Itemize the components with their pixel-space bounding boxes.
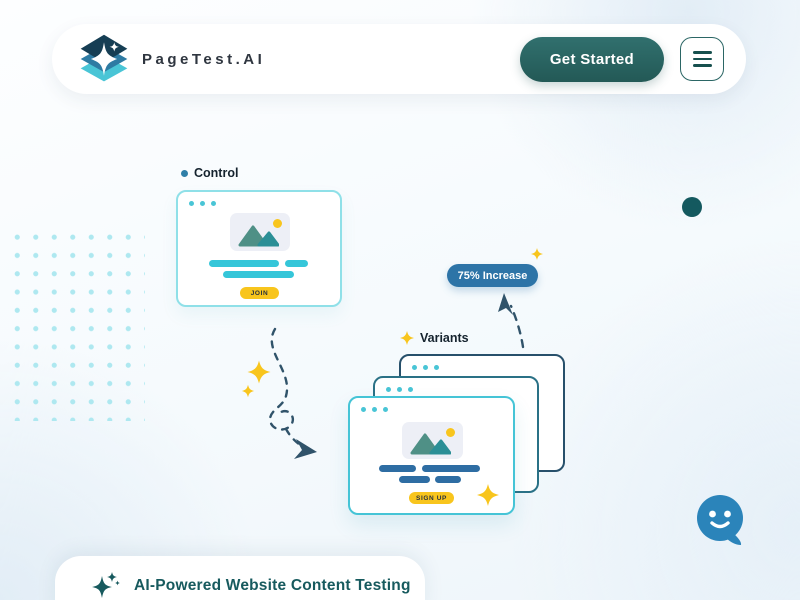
window-dots-icon [386,387,413,392]
feature-card: AI-Powered Website Content Testing [55,556,425,600]
text-line [285,260,308,267]
window-dots-icon [189,201,216,206]
chat-widget-button[interactable] [696,494,748,548]
mountains-icon [238,225,279,247]
text-line [223,271,294,278]
get-started-button[interactable]: Get Started [519,36,664,82]
text-line [399,476,430,483]
chat-smiley-icon [697,495,743,545]
brand-name: PageTest.AI [142,50,266,68]
mountains-icon [410,433,451,455]
tagline-text: AI-Powered Website Content Testing [134,577,411,594]
control-window: JOIN [176,190,342,307]
control-bullet-icon [181,169,188,177]
teal-circle-decoration [682,197,702,217]
sun-icon [446,428,455,437]
text-line [209,260,279,267]
variants-label: Variants [400,331,469,345]
sparkle-icon [477,484,499,506]
dot-grid-pattern [3,223,145,421]
window-dots-icon [412,365,439,370]
control-label: Control [181,166,238,180]
hamburger-menu-button[interactable] [680,37,724,81]
logo-icon [80,34,128,82]
sign-up-button: SIGN UP [409,492,454,504]
image-placeholder [402,422,463,459]
text-line [422,465,480,472]
increase-badge: 75% Increase [447,264,538,287]
image-placeholder [230,213,290,251]
join-button: JOIN [240,287,279,299]
text-line [435,476,461,483]
variant-window-front: SIGN UP [348,396,515,515]
window-dots-icon [361,407,388,412]
ai-sparkle-icon [92,572,120,598]
hamburger-icon [692,51,712,54]
sparkle-icon [400,331,414,345]
sun-icon [273,219,282,228]
text-line [379,465,416,472]
brand-logo[interactable]: PageTest.AI [76,31,265,87]
navbar: PageTest.AI Get Started [52,24,746,94]
